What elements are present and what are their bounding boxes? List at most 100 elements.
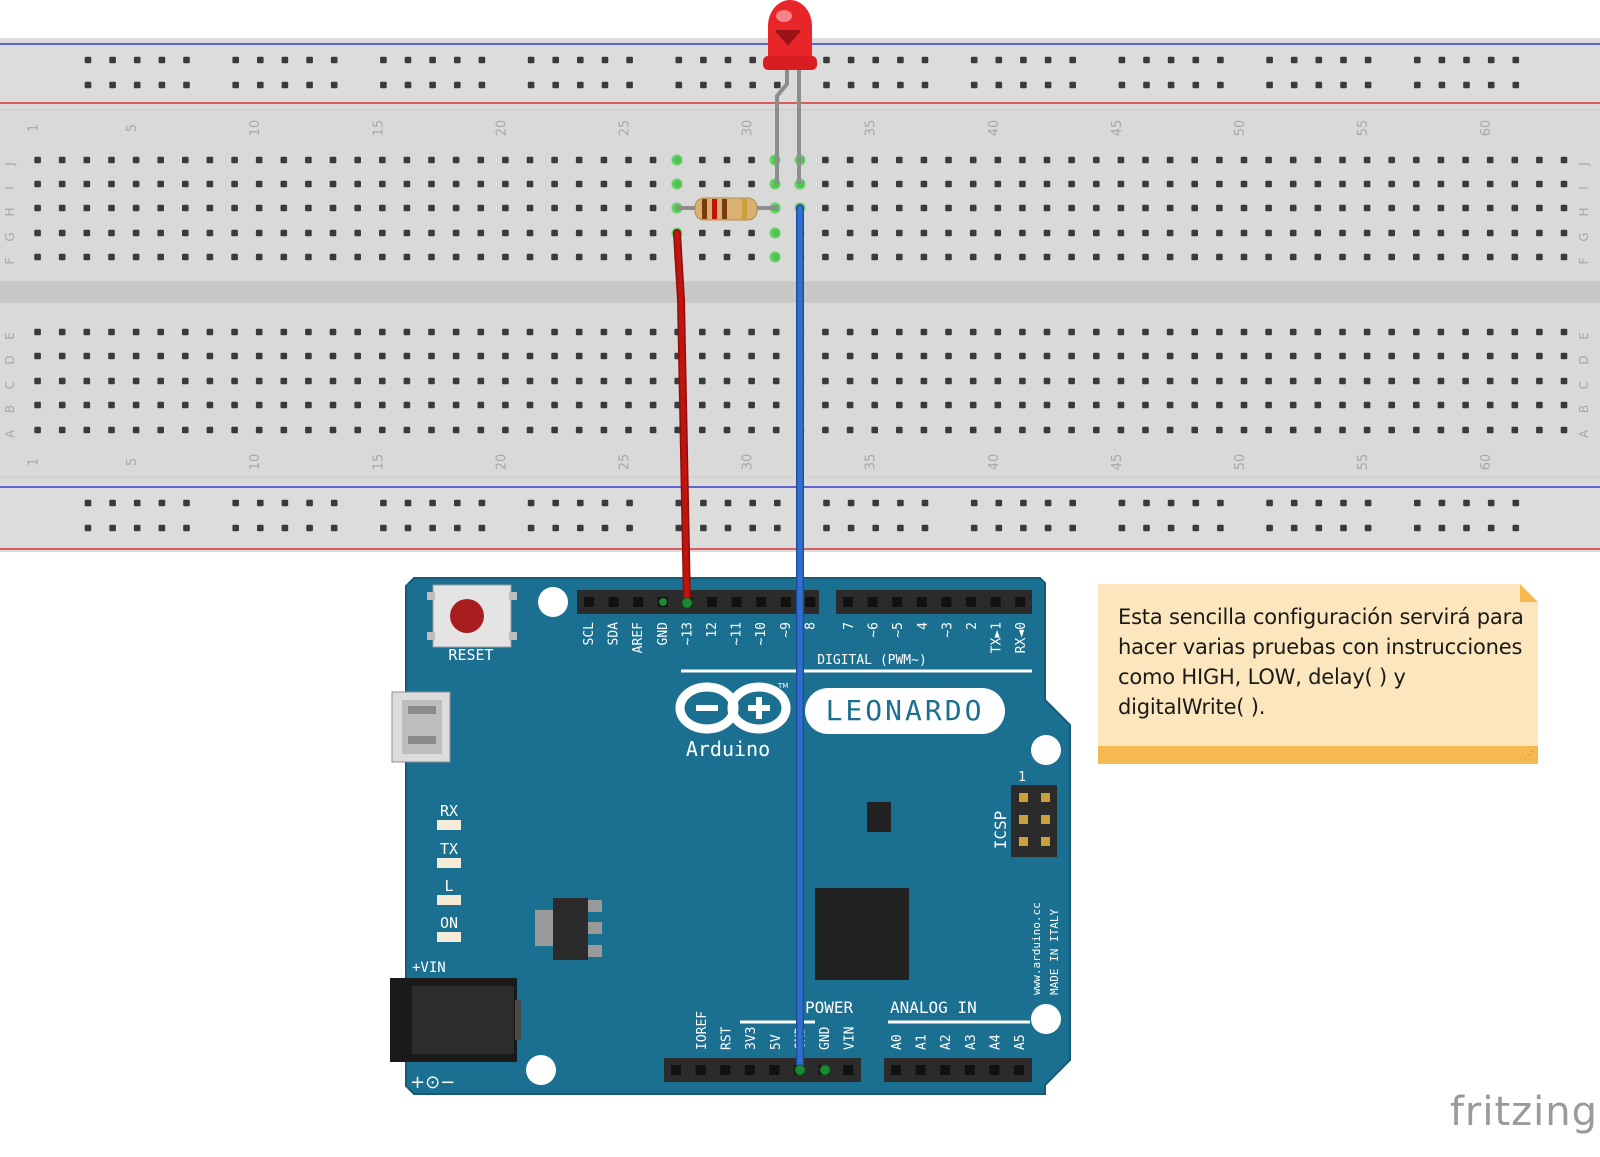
red-wire[interactable] [674, 230, 690, 606]
rail-hole [749, 56, 756, 64]
resistor[interactable] [677, 197, 777, 221]
breadboard-hole [1191, 377, 1198, 385]
breadboard-hole [1363, 328, 1371, 336]
rail-hole [847, 524, 855, 532]
breadboard-hole [551, 377, 558, 385]
rail-hole [330, 524, 338, 532]
breadboard-hole [354, 204, 361, 212]
small-chip [867, 802, 891, 832]
breadboard-hole [772, 352, 780, 360]
note-text: Esta sencilla configuración servirá para… [1118, 605, 1524, 719]
breadboard-hole [846, 253, 854, 261]
breadboard-hole [969, 253, 977, 261]
breadboard-hole [575, 253, 583, 261]
breadboard-hole [871, 156, 878, 164]
red-led[interactable] [763, 0, 817, 70]
breadboard-hole [723, 377, 731, 385]
fritzing-brand: fritzing [1449, 1089, 1598, 1135]
breadboard-hole [1142, 401, 1149, 409]
breadboard-hole [1462, 229, 1469, 237]
breadboard-hole [231, 180, 238, 188]
breadboard-hole [379, 204, 386, 212]
column-number: 60 [1479, 120, 1494, 137]
breadboard-hole [108, 401, 115, 409]
breadboard-hole [255, 229, 263, 237]
breadboard-hole [58, 352, 66, 360]
reset-button[interactable] [450, 599, 484, 633]
rail-hole [1290, 499, 1298, 507]
breadboard-hole [994, 401, 1002, 409]
breadboard-hole [649, 253, 657, 261]
rail-hole [1167, 524, 1175, 532]
breadboard-hole [403, 328, 411, 336]
rail-hole [1266, 56, 1273, 64]
header-pin [916, 597, 927, 607]
reset-pin [509, 592, 517, 600]
rail-hole [1315, 524, 1323, 532]
rail-hole [232, 81, 239, 89]
breadboard-labels: 1155101015152020252530303535404045455050… [3, 120, 1591, 471]
breadboard-hole [1191, 426, 1198, 434]
rail-hole [133, 524, 141, 532]
breadboard-hole [379, 328, 386, 336]
power-header [664, 1058, 861, 1082]
breadboard-hole [822, 328, 829, 336]
header-pin [707, 597, 717, 607]
rail-hole [109, 56, 116, 64]
breadboard-hole [896, 328, 903, 336]
breadboard-hole [1511, 401, 1519, 409]
pin-label: SDA [607, 622, 622, 646]
breadboard-hole [1363, 352, 1371, 360]
resize-grip-icon[interactable]: ⋰ [1524, 750, 1534, 761]
breadboard-hole [1289, 253, 1297, 261]
rail-hole [1364, 81, 1372, 89]
rail-hole [1020, 56, 1027, 64]
breadboard-hole [206, 426, 214, 434]
breadboard-hole [329, 156, 337, 164]
breadboard-hole [526, 229, 534, 237]
breadboard-hole [428, 328, 435, 336]
breadboard-hole [477, 352, 485, 360]
rail-hole [1143, 81, 1150, 89]
breadboard-hole [1216, 229, 1223, 237]
breadboard-hole [969, 328, 977, 336]
icsp-pins [1019, 793, 1050, 846]
rail-hole [478, 499, 486, 507]
header-pin [805, 597, 816, 607]
power-jack-rim [515, 1000, 521, 1040]
made-in-label: MADE IN ITALY [1048, 909, 1061, 995]
rail-hole [1266, 81, 1273, 89]
breadboard-hole [329, 253, 337, 261]
rail-hole [1487, 81, 1495, 89]
breadboard-hole [34, 426, 41, 434]
breadboard-hole [945, 229, 952, 237]
rail-hole [724, 56, 732, 64]
breadboard-hole [600, 426, 608, 434]
pin-label: AREF [631, 622, 646, 653]
mounting-hole [538, 587, 568, 617]
breadboard-hole [526, 377, 534, 385]
breadboard-hole [354, 180, 361, 188]
rail-hole [281, 524, 289, 532]
breadboard-hole [1388, 253, 1395, 261]
breadboard-hole [920, 328, 928, 336]
breadboard-hole [1511, 328, 1519, 336]
breadboard-hole [329, 180, 337, 188]
breadboard-hole [58, 401, 66, 409]
breadboard-hole [1339, 253, 1346, 261]
breadboard-hole [551, 401, 558, 409]
breadboard-hole [1339, 156, 1346, 164]
rail-hole [1438, 56, 1446, 64]
rail-hole [1167, 499, 1175, 507]
breadboard-hole [551, 352, 558, 360]
breadboard-hole [945, 204, 952, 212]
breadboard-hole [994, 180, 1002, 188]
breadboard-hole [748, 328, 755, 336]
breadboard-hole [379, 229, 386, 237]
icsp-pin [1019, 837, 1028, 846]
breadboard-hole [1363, 180, 1371, 188]
breadboard-hole [58, 156, 66, 164]
breadboard-hole [1142, 253, 1149, 261]
breadboard-hole [575, 328, 583, 336]
